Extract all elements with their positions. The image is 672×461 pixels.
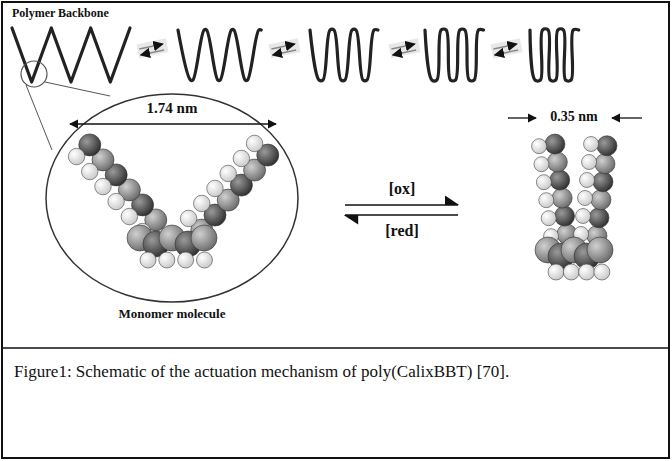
oxidation-arrow — [345, 204, 458, 206]
dimension-label: 0.35 nm — [550, 109, 597, 125]
width-arrow — [70, 123, 276, 124]
section-title: Polymer Backbone — [12, 6, 109, 21]
magnifier-line — [45, 82, 110, 96]
magnifier-circle — [21, 61, 47, 87]
magnified-circle — [46, 94, 298, 302]
reaction-label: [red] — [385, 222, 418, 240]
monomer-molecule — [68, 134, 278, 268]
reaction-label: [ox] — [389, 180, 416, 198]
state-arrow — [268, 38, 300, 58]
molecule-label: Monomer molecule — [119, 306, 226, 322]
width-arrow — [612, 117, 642, 118]
magnifier-line — [26, 85, 52, 150]
backbone-chain — [310, 29, 378, 81]
state-arrow — [136, 38, 168, 58]
caption-rule — [2, 347, 669, 349]
width-arrow — [508, 117, 536, 118]
figure-caption: Figure1: Schematic of the actuation mech… — [14, 360, 534, 384]
state-arrow — [388, 38, 420, 58]
backbone-chain — [178, 30, 261, 81]
state-arrows — [136, 38, 522, 58]
dimension-label: 1.74 nm — [147, 100, 198, 117]
polymer-backbone — [12, 28, 579, 82]
backbone-chain — [425, 29, 484, 81]
reduction-arrow — [345, 214, 458, 216]
collapsed-molecule — [532, 134, 617, 280]
state-arrow — [490, 38, 522, 58]
backbone-chain — [530, 29, 579, 81]
backbone-chain — [12, 28, 130, 82]
